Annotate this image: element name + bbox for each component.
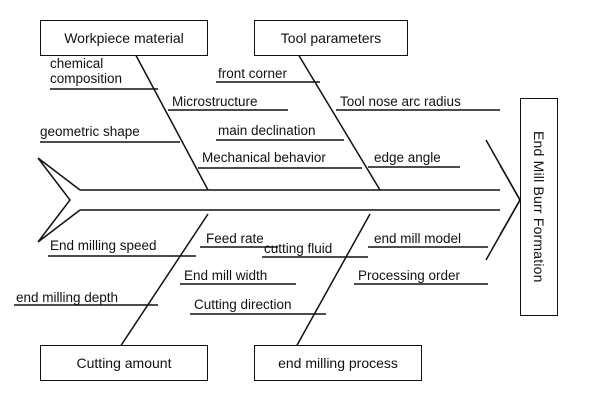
bone-cutting-amount xyxy=(119,213,209,348)
cause-chemical-composition-text: chemical composition xyxy=(50,56,123,86)
cause-main-declination: main declination xyxy=(218,123,316,138)
effect-box: End Mill Burr Formation xyxy=(520,98,558,316)
category-cutting-amount: Cutting amount xyxy=(40,345,208,381)
spine-arrowhead xyxy=(499,164,521,236)
bone-end-milling-process xyxy=(295,213,371,348)
cause-mechanical-behavior: Mechanical behavior xyxy=(202,150,326,165)
cause-edge-angle: edge angle xyxy=(374,150,441,165)
cause-tool-nose-arc-radius: Tool nose arc radius xyxy=(340,94,461,109)
category-workpiece-material-label: Workpiece material xyxy=(64,30,184,46)
category-end-milling-process: end milling process xyxy=(254,345,422,381)
bone-workpiece-material xyxy=(131,47,209,191)
category-workpiece-material: Workpiece material xyxy=(40,20,208,56)
cause-cutting-direction: Cutting direction xyxy=(194,297,292,312)
cause-front-corner: front corner xyxy=(218,66,288,81)
cause-cutting-fluid: cutting fluid xyxy=(264,241,333,256)
category-tool-parameters-label: Tool parameters xyxy=(280,30,382,46)
cause-end-milling-speed: End milling speed xyxy=(50,238,157,253)
cause-microstructure: Microstructure xyxy=(172,94,258,109)
category-tool-parameters: Tool parameters xyxy=(254,20,408,56)
category-end-milling-process-label: end milling process xyxy=(278,355,398,371)
spine-arrow-flare xyxy=(485,139,521,261)
cause-end-mill-model: end mill model xyxy=(374,231,462,246)
category-cutting-amount-label: Cutting amount xyxy=(76,355,172,371)
effect-label: End Mill Burr Formation xyxy=(531,131,547,283)
cause-end-milling-depth: end milling depth xyxy=(16,290,119,305)
cause-feed-rate: Feed rate xyxy=(206,231,264,246)
spine-tail xyxy=(37,157,81,243)
cause-end-mill-width: End mill width xyxy=(184,268,268,283)
cause-processing-order: Processing order xyxy=(358,268,461,283)
bone-tool-parameters xyxy=(297,53,381,191)
cause-geometric-shape: geometric shape xyxy=(40,124,140,139)
